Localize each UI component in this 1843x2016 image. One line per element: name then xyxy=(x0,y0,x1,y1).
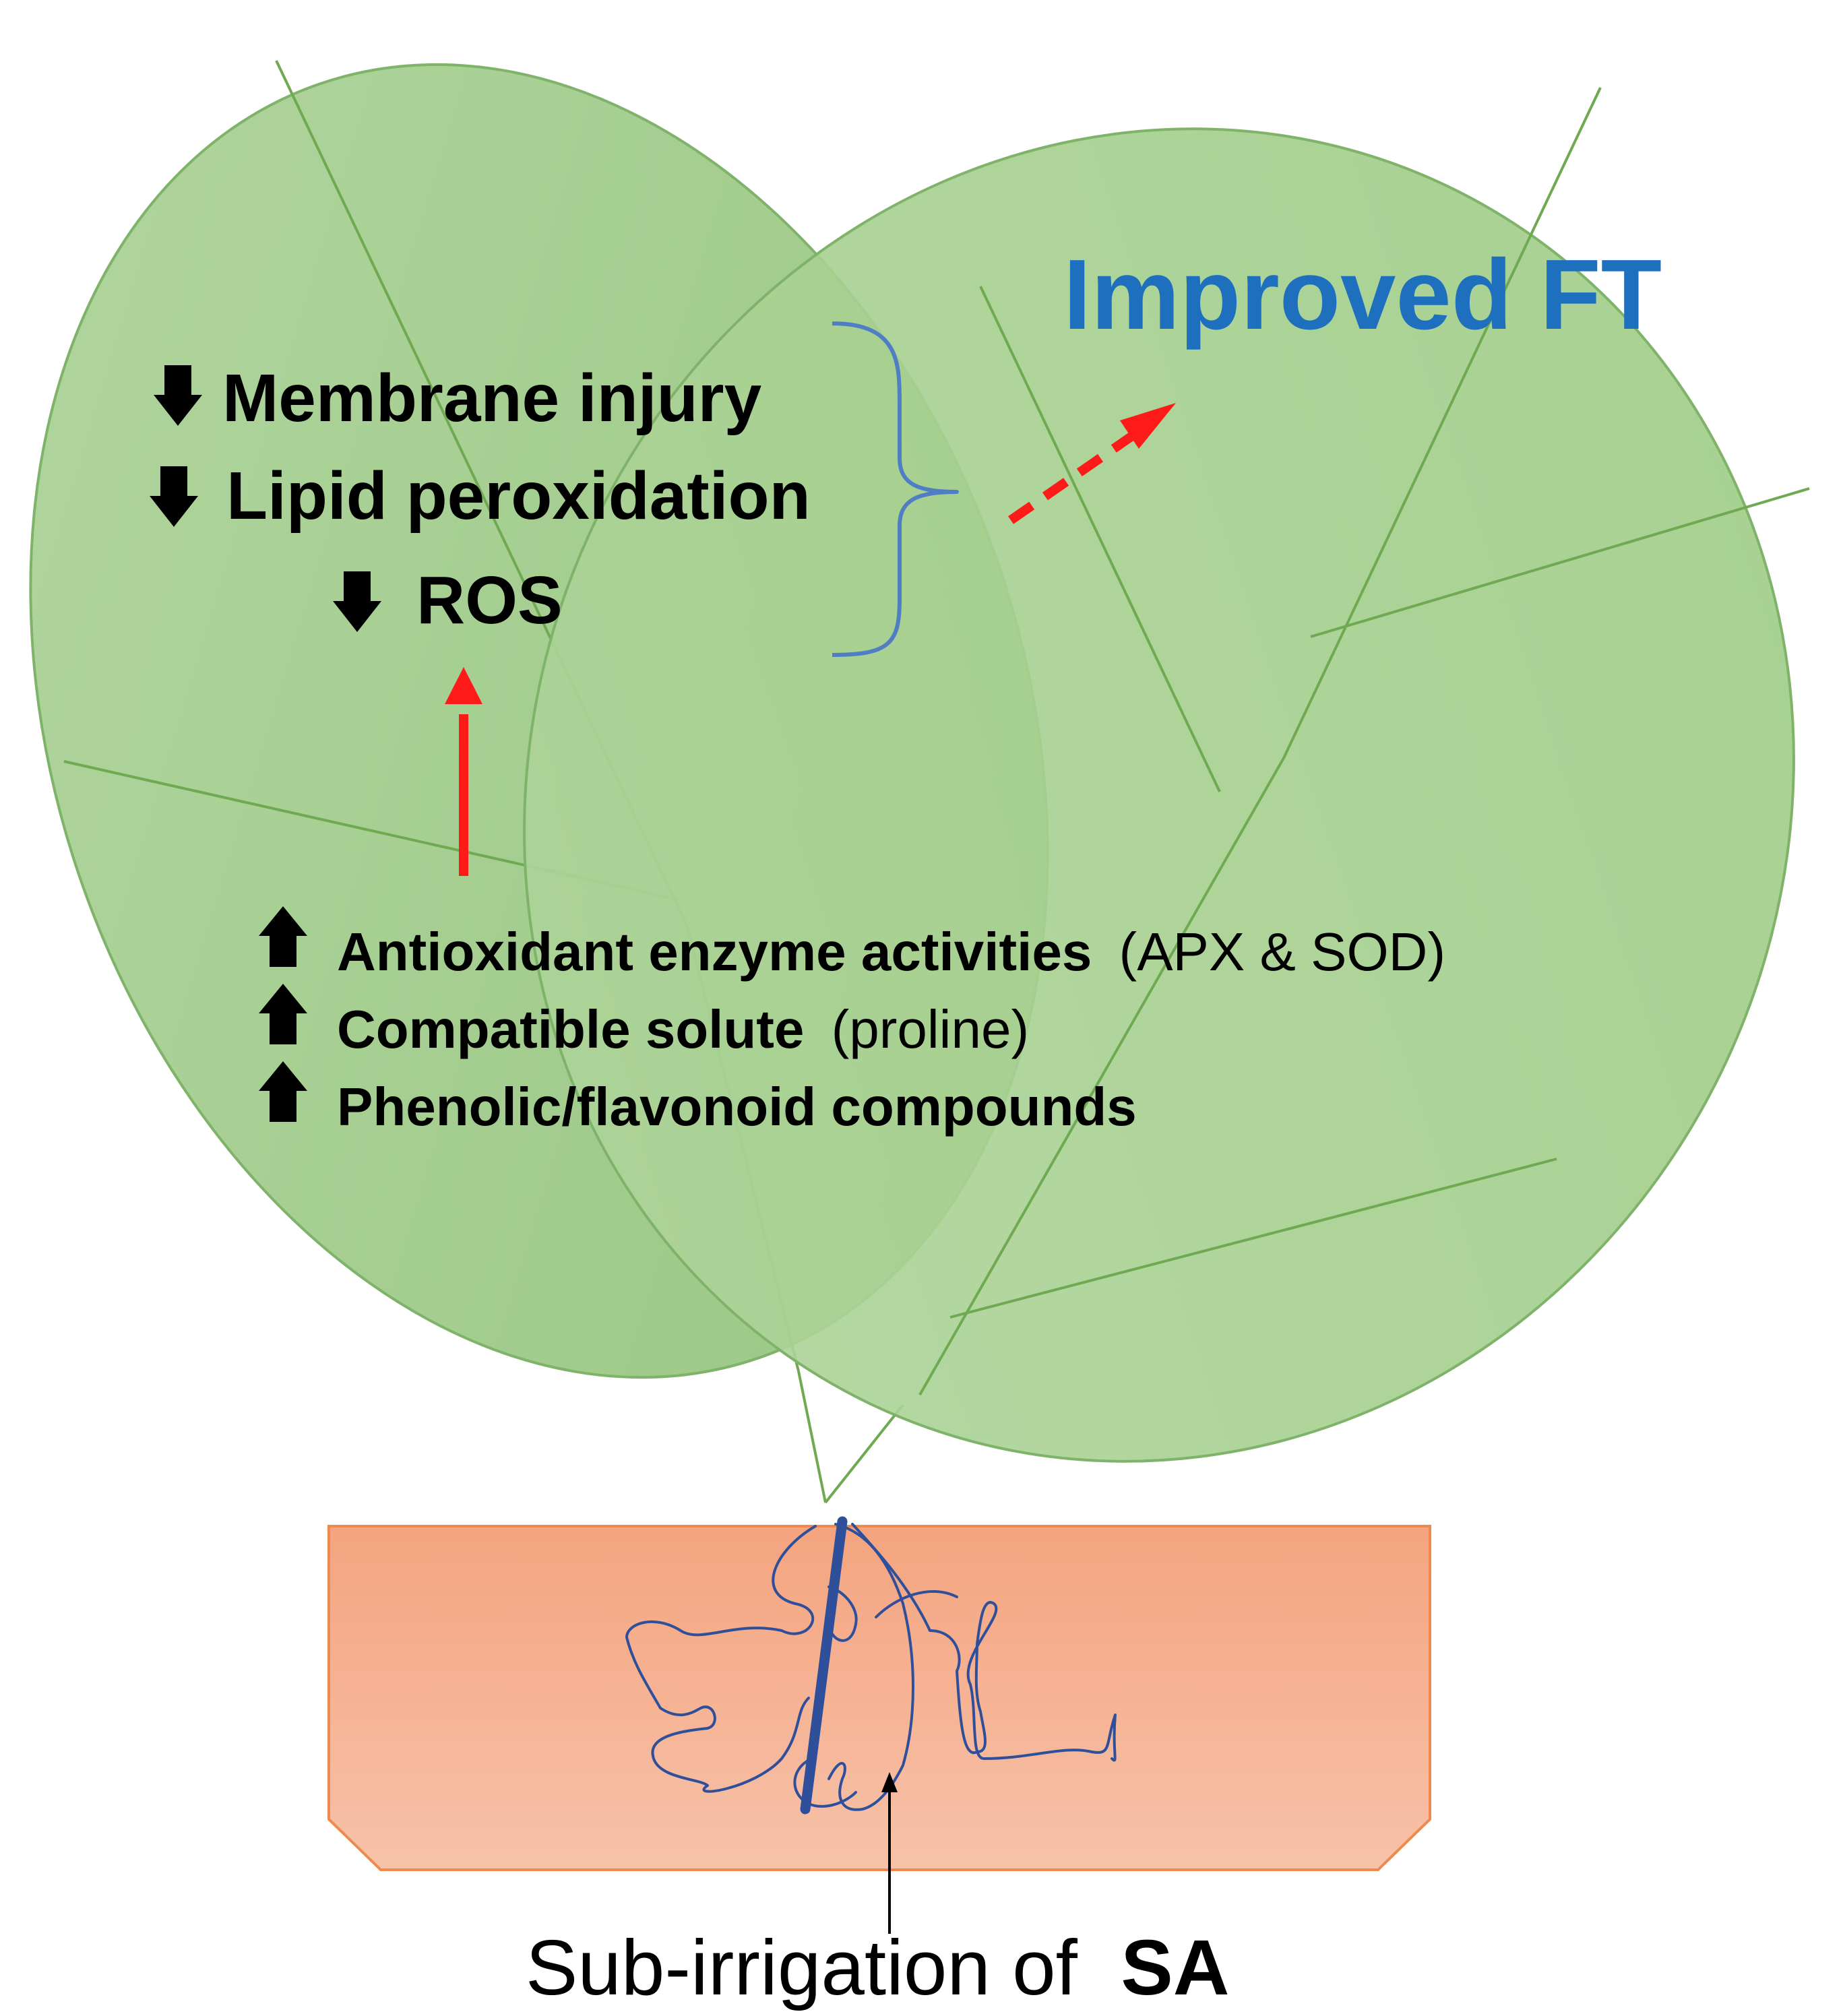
decrease-lipid-peroxidation: Lipid peroxidation xyxy=(226,458,811,534)
increase-item: Antioxidant enzyme activities (APX & SOD… xyxy=(259,906,1445,982)
increase-antioxidant-label: Antioxidant enzyme activities xyxy=(337,922,1092,982)
decrease-list: Membrane injury Lipid peroxidation ROS xyxy=(150,360,811,638)
increase-solute-detail: (proline) xyxy=(832,999,1029,1059)
up-arrow-icon xyxy=(259,1061,307,1122)
increase-solute-label: Compatible solute xyxy=(337,999,804,1059)
decrease-membrane-injury: Membrane injury xyxy=(222,360,762,436)
increase-line-solute: Compatible solute (proline) xyxy=(337,999,1029,1059)
roots xyxy=(625,1516,1117,1815)
decrease-item: Lipid peroxidation xyxy=(150,458,811,534)
plant-stems xyxy=(797,1371,904,1504)
pot xyxy=(327,1525,1431,1871)
down-arrow-icon xyxy=(333,571,381,632)
cause-arrow xyxy=(445,667,482,876)
increase-line-antioxidant: Antioxidant enzyme activities (APX & SOD… xyxy=(337,922,1445,982)
sub-irrigation-arrow xyxy=(881,1772,898,1934)
down-arrow-icon xyxy=(150,466,198,527)
outcome-arrow xyxy=(1008,403,1176,524)
increase-item: Compatible solute (proline) xyxy=(259,984,1029,1059)
increase-line-phenolic: Phenolic/flavonoid compounds xyxy=(337,1077,1137,1137)
up-arrow-icon xyxy=(259,906,307,967)
outcome-title: Improved FT xyxy=(1063,239,1662,350)
decrease-item: Membrane injury xyxy=(154,360,762,436)
decrease-ros: ROS xyxy=(416,563,563,638)
increase-item: Phenolic/flavonoid compounds xyxy=(259,1061,1137,1137)
increase-antioxidant-detail: (APX & SOD) xyxy=(1119,922,1446,982)
right-leaf xyxy=(523,87,1810,1463)
increase-phenolic-label: Phenolic/flavonoid compounds xyxy=(337,1077,1137,1137)
treatment-label: Sub-irrigation of SA xyxy=(526,1924,1229,2011)
down-arrow-icon xyxy=(154,365,202,426)
treatment-prefix: Sub-irrigation of xyxy=(526,1924,1099,2011)
decrease-item: ROS xyxy=(333,563,563,638)
right-leaf-veins xyxy=(918,87,1810,1395)
treatment-agent: SA xyxy=(1121,1924,1229,2011)
effects-bracket xyxy=(832,321,959,657)
increase-list: Antioxidant enzyme activities (APX & SOD… xyxy=(259,906,1445,1137)
up-arrow-icon xyxy=(259,984,307,1044)
